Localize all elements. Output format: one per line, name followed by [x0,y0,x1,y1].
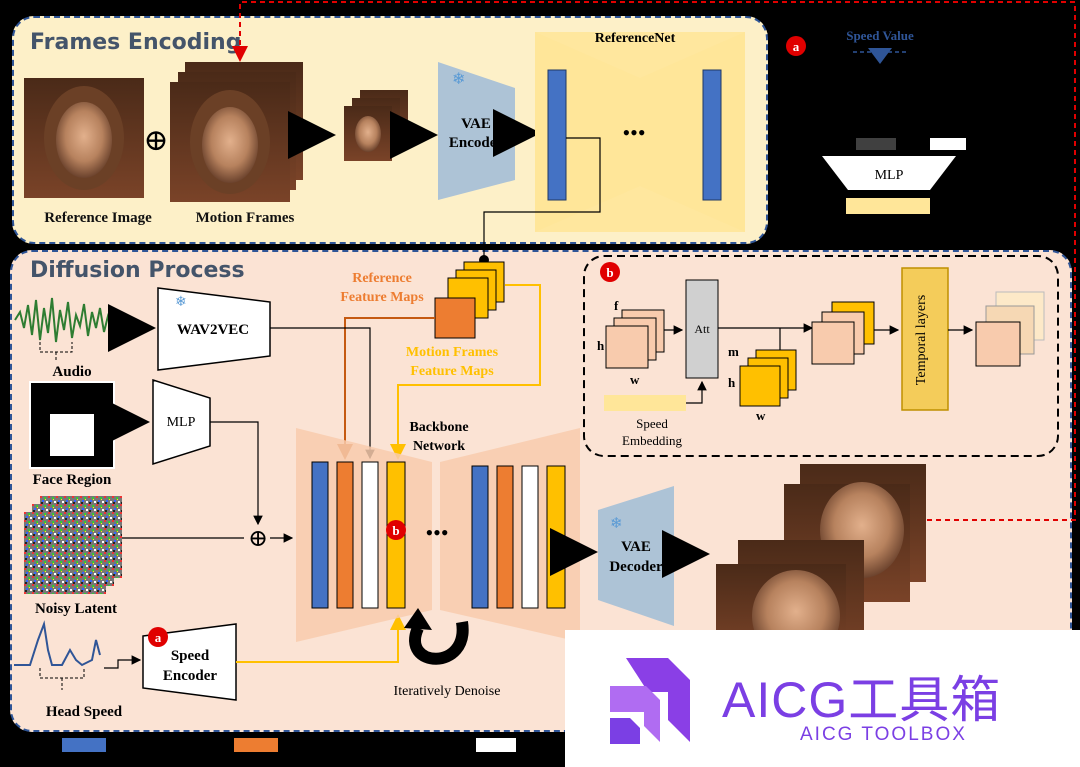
audio-waveform [14,297,124,362]
sum-symbol: ⊕ [248,526,268,552]
dim-m: m [728,344,739,359]
legend-swatch-orange [234,738,278,752]
inset-b-marker: b [606,265,613,280]
noisy-latent-stack [24,496,122,594]
reference-image-label: Reference Image [44,210,152,226]
referencenet-label: ReferenceNet [595,31,676,46]
speed-encoder-shape [142,623,237,701]
noisy-latent-label: Noisy Latent [35,601,117,617]
inset-a-marker: a [793,39,800,54]
head-speed-curve [14,620,101,667]
vae-decoder-shape [598,486,674,626]
speed-encoder-label-1: Speed [171,648,210,664]
frames-encoding-title: Frames Encoding [30,30,242,55]
vae-decoder-label-2: Decoder [609,559,663,575]
dim-h-2: h [728,375,736,390]
speed-token-dark [856,138,896,150]
feedback-loop-line [232,1,1076,521]
backbone-dots: ••• [425,520,448,545]
referencenet-dots: ••• [622,120,645,145]
backbone-label-1: Backbone [409,420,468,435]
wav2vec-shape [157,287,271,371]
speed-encoder-marker: a [155,630,162,645]
speed-embedding-bar [604,395,686,411]
iteratively-denoise-label: Iteratively Denoise [394,684,501,699]
motion-feature-maps-label-1: Motion Frames [406,345,499,360]
vae-decoder-label-1: VAE [621,539,651,555]
wav2vec-label: WAV2VEC [177,322,249,338]
dim-h: h [597,338,605,353]
watermark-subtitle: AICG TOOLBOX [800,724,967,745]
latent-frames-stack [344,90,408,161]
reference-image [24,78,144,198]
audio-label: Audio [52,364,91,380]
att-label: Att [694,322,710,336]
reference-feature-maps-label-1: Reference [352,271,412,286]
watermark-title: AICG工具箱 [722,672,1002,728]
inset-a-embedding [846,198,930,214]
dim-w: w [630,372,640,387]
reference-feature-maps-label-2: Feature Maps [340,290,424,305]
reference-feature-map-square [434,297,476,339]
backbone-marker-b: b [392,523,399,538]
backbone-label-2: Network [413,439,465,454]
mlp-label: MLP [167,415,196,430]
vae-encoder-label-1: VAE [461,116,491,132]
speed-embedding-label-2: Embedding [622,433,682,448]
speed-token-light [930,138,966,150]
speed-encoder-label-2: Encoder [163,668,218,684]
speed-value-label: Speed Value [846,28,914,43]
diffusion-process-title: Diffusion Process [30,258,245,283]
dim-w-2: w [756,408,766,423]
temporal-layers-block [901,267,949,411]
inset-b-frame [583,255,1059,457]
mlp-shape [152,378,211,466]
dim-f: f [614,298,619,313]
vae-encoder-shape [438,62,515,200]
vae-encoder-label-2: Encoder [449,135,504,151]
face-region-label: Face Region [33,472,112,488]
aicg-logo-icon [610,658,690,744]
motion-frames-stack [170,62,303,202]
motion-feature-maps-label-2: Feature Maps [410,364,494,379]
temporal-layers-label: Temporal layers [914,295,929,385]
svg-text:❄: ❄ [610,516,623,532]
inset-a-mlp-label: MLP [875,168,904,183]
inset-a-mlp-shape [822,156,956,190]
legend-swatch-white [476,738,516,752]
plus-symbol: ⊕ [143,124,168,157]
svg-text:❄: ❄ [452,71,465,88]
speed-embedding-label-1: Speed [636,416,668,431]
head-speed-label: Head Speed [46,704,123,720]
legend-swatch-blue [62,738,106,752]
att-block [685,279,719,379]
svg-text:❄: ❄ [175,295,187,310]
motion-frames-label: Motion Frames [195,210,295,226]
